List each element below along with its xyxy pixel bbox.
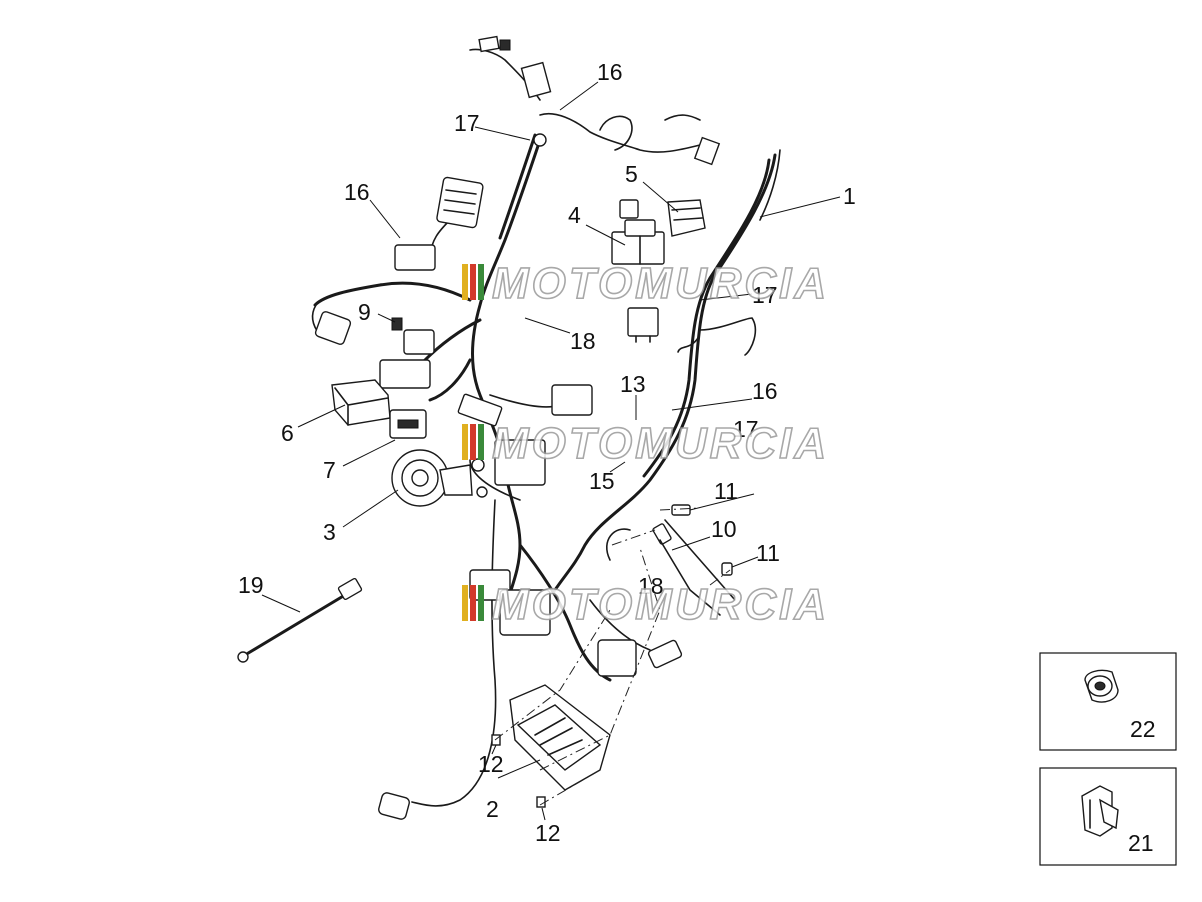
left-plug: [314, 311, 435, 389]
callout-2: 2: [486, 796, 499, 822]
assembly-lines: [494, 507, 731, 806]
callout-3: 3: [323, 519, 336, 545]
watermark-stripe: [462, 424, 468, 460]
watermark-stripe: [470, 424, 476, 460]
inset-21: 21: [1039, 767, 1177, 866]
relay-block-4: [611, 199, 665, 265]
callout-17-right: 17: [752, 282, 778, 308]
watermark-top: MOTOMURCIA: [462, 258, 829, 309]
callout-labels: 1 2 3 4 5 6 7 9 10 11 11 12 12 13 15 16 …: [238, 59, 856, 846]
watermark-stripe: [478, 264, 484, 300]
callout-15: 15: [589, 468, 615, 494]
watermark-stripe: [478, 424, 484, 460]
watermark-stripe: [462, 585, 468, 621]
callout-5: 5: [625, 161, 638, 187]
callout-17-top: 17: [454, 110, 480, 136]
horn-3: [391, 449, 488, 507]
callout-4: 4: [568, 202, 581, 228]
callout-7: 7: [323, 457, 336, 483]
callout-16-right: 16: [752, 378, 778, 404]
callout-16-top: 16: [597, 59, 623, 85]
inset-21-number: 21: [1128, 830, 1154, 856]
rubber-boot-5: [667, 199, 706, 237]
watermark-stripe: [478, 585, 484, 621]
leader-lines: [261, 81, 841, 821]
watermark-text-top: MOTOMURCIA: [492, 259, 829, 308]
small-relay: [627, 307, 659, 343]
ecu-2: [509, 684, 611, 791]
multipin-connector: [394, 176, 484, 271]
callout-19: 19: [238, 572, 264, 598]
relay-7: [389, 409, 427, 439]
callout-11-upper: 11: [714, 478, 738, 504]
inset-22-number: 22: [1130, 716, 1156, 742]
callout-6: 6: [281, 420, 294, 446]
callout-18: 18: [570, 328, 596, 354]
grommet-22-icon: [1084, 669, 1119, 703]
callout-18-hidden: 18: [638, 573, 664, 599]
callout-12-bottom: 12: [535, 820, 561, 846]
callout-16-left: 16: [344, 179, 370, 205]
watermark-bottom: MOTOMURCIA: [462, 579, 829, 630]
callout-12-left: 12: [478, 751, 504, 777]
top-connector-group: [478, 35, 721, 166]
control-unit-6: [331, 379, 391, 426]
clip-21-icon: [1081, 785, 1119, 837]
watermark-stripe: [470, 264, 476, 300]
watermark-text-bottom: MOTOMURCIA: [492, 580, 829, 629]
callout-10: 10: [711, 516, 737, 542]
inset-22: 22: [1039, 652, 1177, 751]
callout-1: 1: [843, 183, 856, 209]
fuse-9: [391, 317, 403, 331]
watermark-text-mid: MOTOMURCIA: [492, 419, 829, 468]
bracket-10: [659, 519, 736, 616]
watermark-mid: MOTOMURCIA: [462, 418, 829, 469]
bottom-sensor-connector: [378, 792, 410, 820]
callout-13: 13: [620, 371, 646, 397]
callout-11-lower: 11: [756, 540, 780, 566]
watermark-stripe: [470, 585, 476, 621]
watermark-stripe: [462, 264, 468, 300]
sensor-19: [237, 577, 363, 663]
callout-17-mid: 17: [733, 416, 759, 442]
callout-9: 9: [358, 299, 371, 325]
